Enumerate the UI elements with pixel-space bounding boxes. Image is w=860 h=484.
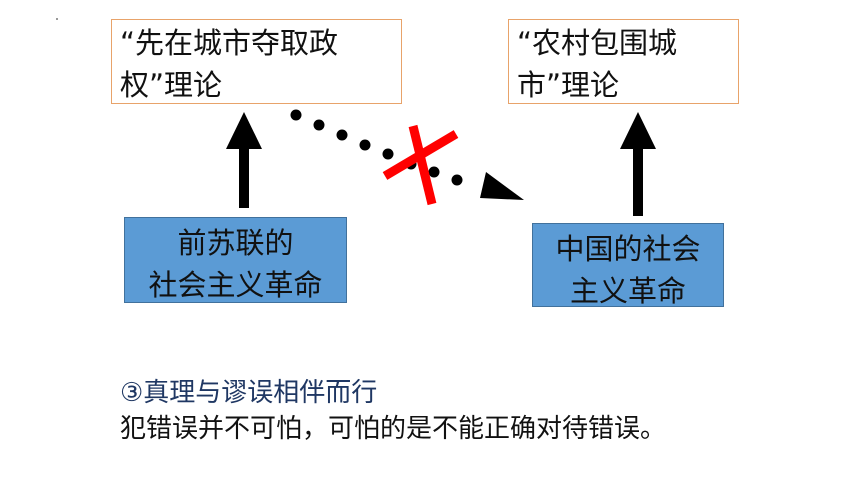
theory-right-line1: “农村包围城 bbox=[517, 26, 678, 60]
theory-right-line2: 市”理论 bbox=[517, 68, 620, 102]
theory-box-city-first: “先在城市夺取政 权”理论 bbox=[111, 19, 402, 104]
revolution-right-line1: 中国的社会 bbox=[555, 232, 701, 266]
revolution-box-soviet: 前苏联的 社会主义革命 bbox=[124, 217, 347, 303]
revolution-left-line1: 前苏联的 bbox=[177, 226, 294, 260]
theory-left-line2: 权”理论 bbox=[120, 68, 223, 102]
theory-left-line1: “先在城市夺取政 bbox=[120, 26, 339, 60]
arrow-up-right bbox=[620, 112, 656, 216]
arrowhead bbox=[480, 172, 524, 200]
theory-box-rural-encircle: “农村包围城 市”理论 bbox=[508, 19, 739, 104]
arrow-up-left bbox=[226, 112, 262, 208]
revolution-right-line2: 主义革命 bbox=[569, 274, 686, 308]
cross-mark-icon bbox=[382, 124, 459, 206]
note-heading: ③真理与谬误相伴而行 bbox=[120, 378, 378, 408]
note-text: 犯错误并不可怕，可怕的是不能正确对待错误。 bbox=[120, 414, 667, 444]
decorative-dot bbox=[56, 18, 58, 20]
dotted-arrow-diagonal bbox=[290, 109, 524, 200]
revolution-box-china: 中国的社会 主义革命 bbox=[532, 223, 724, 308]
revolution-left-line2: 社会主义革命 bbox=[148, 268, 323, 302]
